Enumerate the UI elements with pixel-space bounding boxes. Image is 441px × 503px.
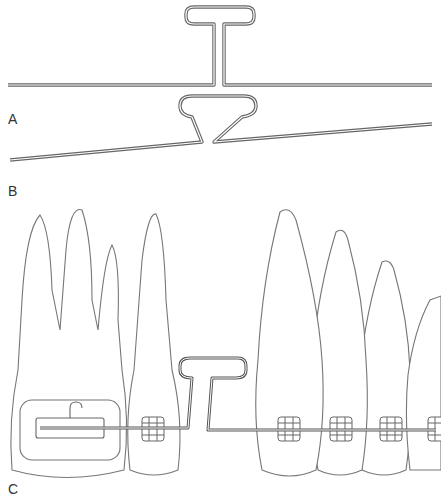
panel-letter: C <box>8 482 18 496</box>
molar <box>11 210 127 478</box>
wire-b <box>10 96 432 160</box>
teeth <box>11 210 441 478</box>
molar-band <box>20 400 120 460</box>
incisor-3 <box>406 296 441 470</box>
panel-letter: B <box>8 184 17 198</box>
canine <box>256 210 323 476</box>
tube-hook <box>70 402 82 418</box>
wire-c <box>40 358 436 430</box>
panel-letter: A <box>8 112 17 126</box>
premolar <box>128 214 180 475</box>
wire-a <box>8 7 432 85</box>
